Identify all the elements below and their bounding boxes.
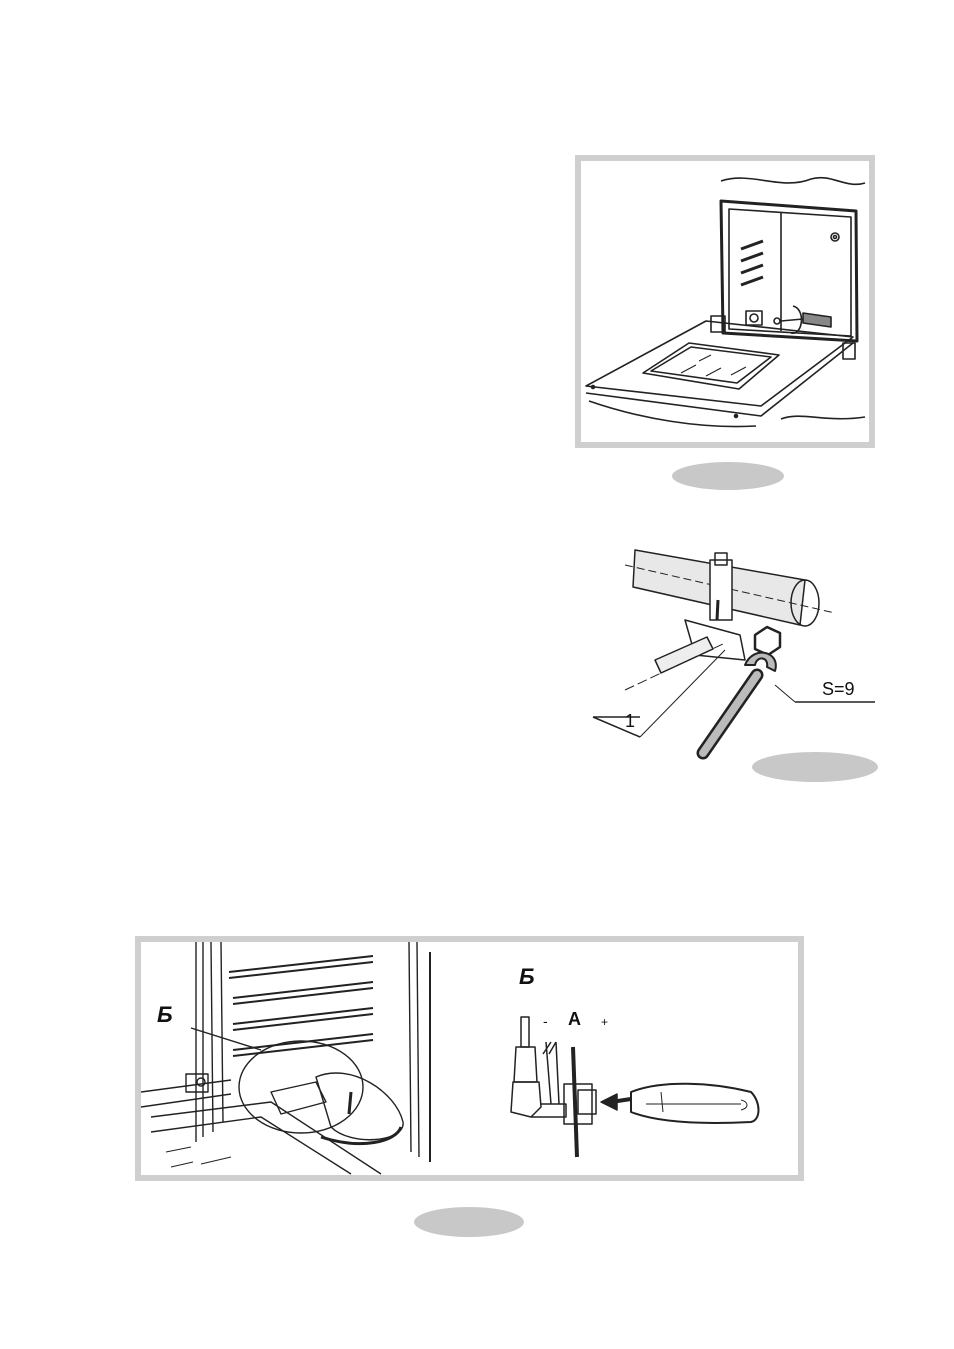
figure-3-minus-sign: - [543,1013,548,1029]
figure-3-callout-right: Б [519,964,535,989]
figure-1-frame [575,155,875,448]
figure-3-dimension-label: A [568,1009,581,1029]
figure-2-number-badge [752,752,878,782]
figure-2-label-1: 1 [625,711,635,731]
figure-2-label-s9: S=9 [822,679,855,699]
figure-3-callout-left: Б [157,1002,173,1027]
figure-3-number-badge [414,1207,524,1237]
figure-2-drawing: 1 S=9 [585,525,885,775]
figure-1-drawing [581,161,869,442]
figure-1-number-badge [672,462,784,490]
figure-3-plus-sign: + [601,1015,608,1029]
figure-3-frame: Б Б - A + [135,936,804,1181]
figure-3-right-drawing: Б - A + [431,942,801,1175]
figure-3-left-drawing: Б [141,942,431,1175]
